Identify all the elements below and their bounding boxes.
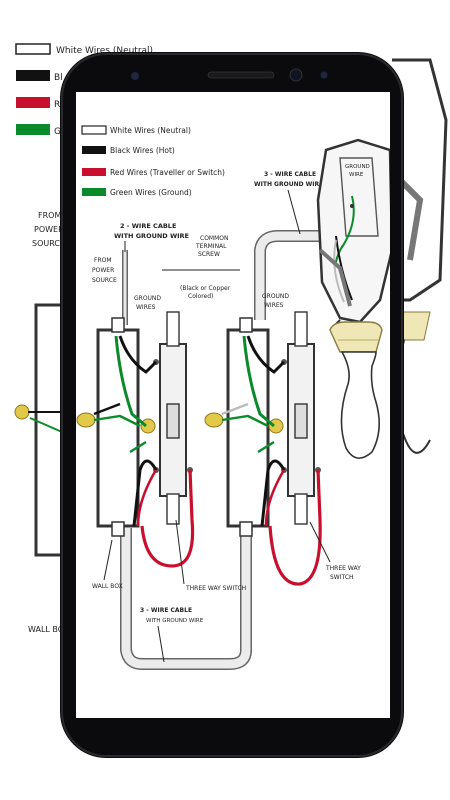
bg-legend-red-label: Re	[54, 100, 66, 110]
bg-from-label: FROM	[38, 211, 61, 220]
left-wire-nut-icon	[76, 412, 96, 428]
bg-legend-black-swatch	[16, 70, 50, 81]
two-wire-cable-sublabel: WITH GROUND WIRE	[114, 232, 189, 240]
left-switch-assembly	[76, 311, 195, 568]
bg-legend-green-label: Gr	[54, 127, 65, 137]
right-switch-toggle	[294, 403, 308, 439]
lamp-socket	[329, 321, 383, 353]
three-wire-cable-bottom-label: 3 - WIRE CABLE	[140, 607, 192, 614]
three-wire-cable-top-sublabel: WITH GROUND WIRE	[254, 181, 323, 188]
screen-diagram: White Wires (Neutral) Black Wires (Hot) …	[76, 125, 390, 670]
front-camera-icon	[131, 72, 139, 80]
ground-wires-right-label-1: GROUND	[262, 293, 289, 300]
junction-box: GROUND WIRE	[316, 138, 390, 331]
right-switch-assembly	[204, 311, 322, 586]
right-ground-nut-icon	[268, 418, 284, 434]
legend-black-label: Black Wires (Hot)	[110, 146, 175, 155]
power-label: POWER	[92, 267, 114, 274]
three-wire-cable-bottom-sublabel: WITH GROUND WIRE	[146, 618, 204, 624]
ground-wire-box-label-1: GROUND	[345, 164, 370, 170]
earpiece-icon	[207, 71, 275, 79]
source-label: SOURCE	[92, 277, 117, 284]
common-terminal-note-1: (Black or Copper	[180, 285, 231, 292]
common-terminal-label-1: COMMON	[200, 235, 228, 242]
legend-green-label: Green Wires (Ground)	[110, 188, 192, 197]
legend-white-swatch	[81, 125, 107, 135]
proximity-sensor-icon	[289, 68, 303, 82]
wall-box-label: WALL BOX	[92, 583, 123, 590]
bg-legend-white-swatch	[15, 43, 51, 55]
bg-legend-red-swatch	[16, 97, 50, 108]
left-ground-nut-icon	[140, 418, 156, 434]
bg-wall-box-label: WALL BO	[28, 625, 64, 634]
legend: White Wires (Neutral) Black Wires (Hot) …	[81, 125, 225, 197]
bg-legend-white-label: White Wires (Neutral)	[56, 46, 153, 56]
bg-power-label: POWER	[34, 225, 64, 234]
common-terminal-label-3: SCREW	[198, 251, 220, 258]
right-wire-nut-icon	[204, 412, 224, 428]
legend-red-swatch	[82, 168, 106, 176]
bg-source-label: SOURCE	[32, 239, 65, 248]
legend-red-label: Red Wires (Traveller or Switch)	[110, 168, 225, 177]
cables	[120, 230, 336, 670]
ground-wire-box-label-2: WIRE	[349, 172, 364, 178]
two-wire-cable-label: 2 - WIRE CABLE	[120, 222, 176, 230]
three-way-switch-right-label-1: THREE WAY	[325, 565, 361, 572]
ground-wires-left-label-1: GROUND	[134, 295, 161, 302]
common-terminal-note-2: Colored)	[188, 293, 213, 300]
legend-white-label: White Wires (Neutral)	[110, 126, 191, 135]
bg-legend-green-swatch	[16, 124, 50, 135]
bg-legend-black-label: Bl	[54, 73, 63, 83]
three-way-switch-right-label-2: SWITCH	[330, 574, 354, 581]
ground-wires-left-label-2: WIRES	[136, 304, 156, 311]
ground-wires-right-label-2: WIRES	[264, 302, 284, 309]
light-bulb-icon	[340, 351, 380, 459]
three-wire-cable-top-label: 3 - WIRE CABLE	[264, 171, 316, 178]
legend-green-swatch	[82, 188, 106, 196]
from-label: FROM	[94, 257, 112, 264]
common-terminal-label-2: TERMINAL	[195, 243, 227, 250]
sensor-dot-icon	[320, 71, 328, 79]
legend-black-swatch	[82, 146, 106, 154]
bg-wire-nut-icon	[14, 404, 30, 420]
light-fixture	[329, 321, 383, 459]
three-way-switch-left-label: THREE WAY SWITCH	[185, 585, 246, 592]
left-switch-toggle	[166, 403, 180, 439]
